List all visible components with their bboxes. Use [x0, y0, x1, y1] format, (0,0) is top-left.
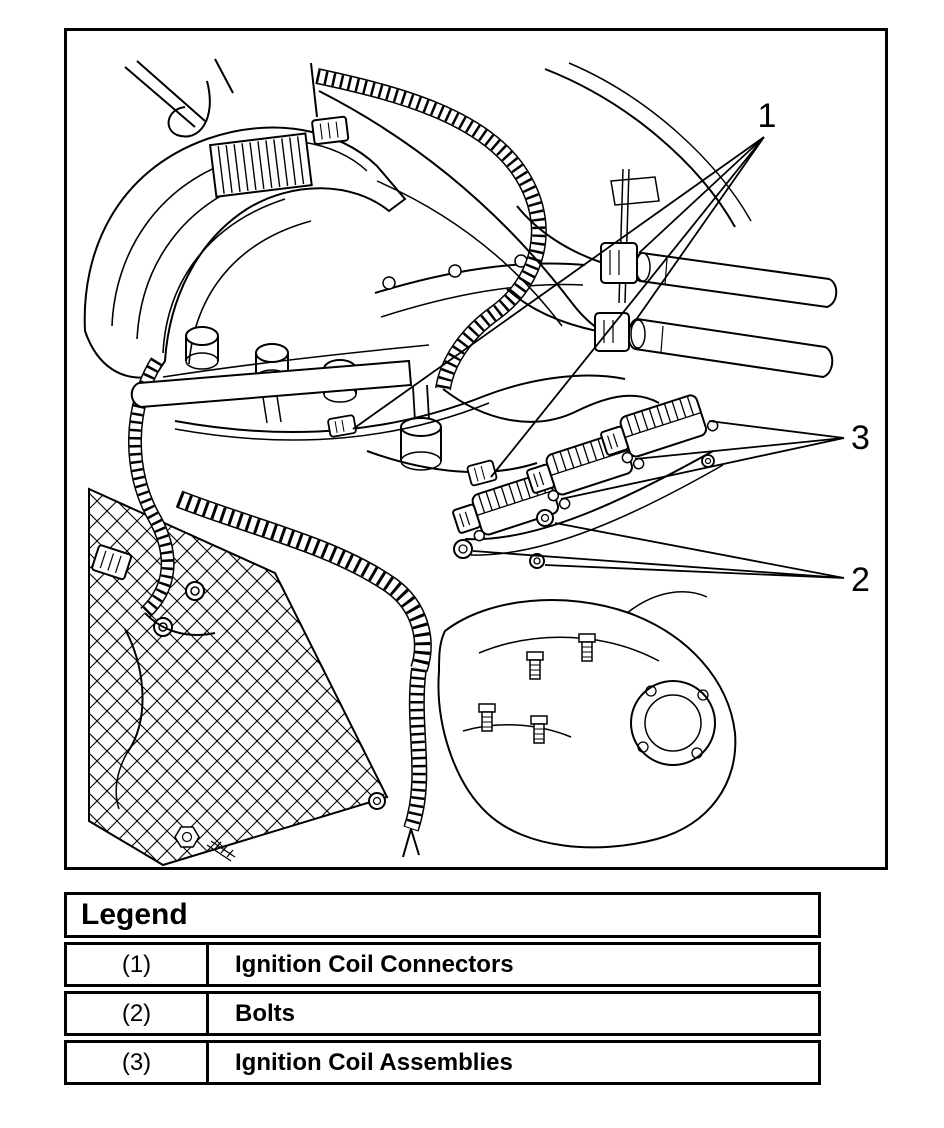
legend-row-1: (1) Ignition Coil Connectors: [64, 942, 821, 987]
screw: [206, 840, 236, 862]
legend-table: Legend (1) Ignition Coil Connectors (2) …: [64, 892, 821, 1089]
hatched-panel: [88, 487, 389, 867]
legend-row-2: (2) Bolts: [64, 991, 821, 1036]
legend-row-2-label: Bolts: [235, 999, 295, 1027]
coil-connector: [452, 503, 481, 534]
callout-2-leader-lines: [472, 522, 845, 579]
callout-3-label: 3: [851, 419, 870, 457]
coil-connector: [600, 425, 629, 456]
coil-connector: [526, 463, 555, 494]
coil-connector-left-2: [327, 414, 357, 438]
callout-1-leader-lines: [352, 136, 765, 478]
left-connector: [91, 544, 133, 581]
callout-1-label: 1: [758, 97, 777, 135]
exhaust-studs: [478, 633, 596, 744]
ignition-coil-assembly-3: [600, 394, 719, 464]
upper-right-tubes: [506, 205, 838, 379]
bracket-plate: [610, 176, 660, 206]
legend-row-3: (3) Ignition Coil Assemblies: [64, 1040, 821, 1085]
fuel-hose: [174, 374, 626, 434]
hex-bolt: [174, 826, 200, 848]
tube-2: [627, 317, 834, 379]
legend-row-3-label: Ignition Coil Assemblies: [235, 1048, 513, 1076]
bolt: [529, 553, 545, 569]
top-edge-cables: [124, 58, 752, 228]
stud: [530, 715, 548, 744]
flange: [630, 680, 716, 766]
callout-2-label: 2: [851, 561, 870, 599]
legend-row-2-key: (2): [67, 994, 209, 1033]
coil-bolts: [453, 454, 715, 569]
engine-diagram-frame: 1 3 2: [64, 28, 888, 870]
stud: [526, 651, 544, 680]
callout-3-leader-lines: [560, 420, 845, 500]
legend-title: Legend: [81, 898, 188, 931]
legend-header: Legend: [64, 892, 821, 938]
engine-illustration: 1 3 2: [83, 58, 870, 867]
exhaust-manifold: [437, 591, 737, 849]
bolt: [453, 539, 473, 559]
legend-row-3-key: (3): [67, 1043, 209, 1082]
coil-connector-left-1: [466, 459, 498, 487]
fuel-rail: [130, 359, 626, 471]
tube-connector-2: [594, 312, 630, 352]
bolt: [536, 509, 554, 527]
module-connector: [311, 115, 350, 146]
stud: [478, 703, 496, 732]
ignition-coil-assemblies: [452, 394, 719, 542]
legend-row-1-label: Ignition Coil Connectors: [235, 950, 514, 978]
ribbed-module: [208, 115, 350, 198]
callouts: 1 3 2: [352, 97, 870, 599]
wiring-harness: [128, 68, 547, 858]
stud: [578, 633, 596, 662]
legend-row-1-key: (1): [67, 945, 209, 984]
left-misc-parts: [91, 544, 386, 862]
